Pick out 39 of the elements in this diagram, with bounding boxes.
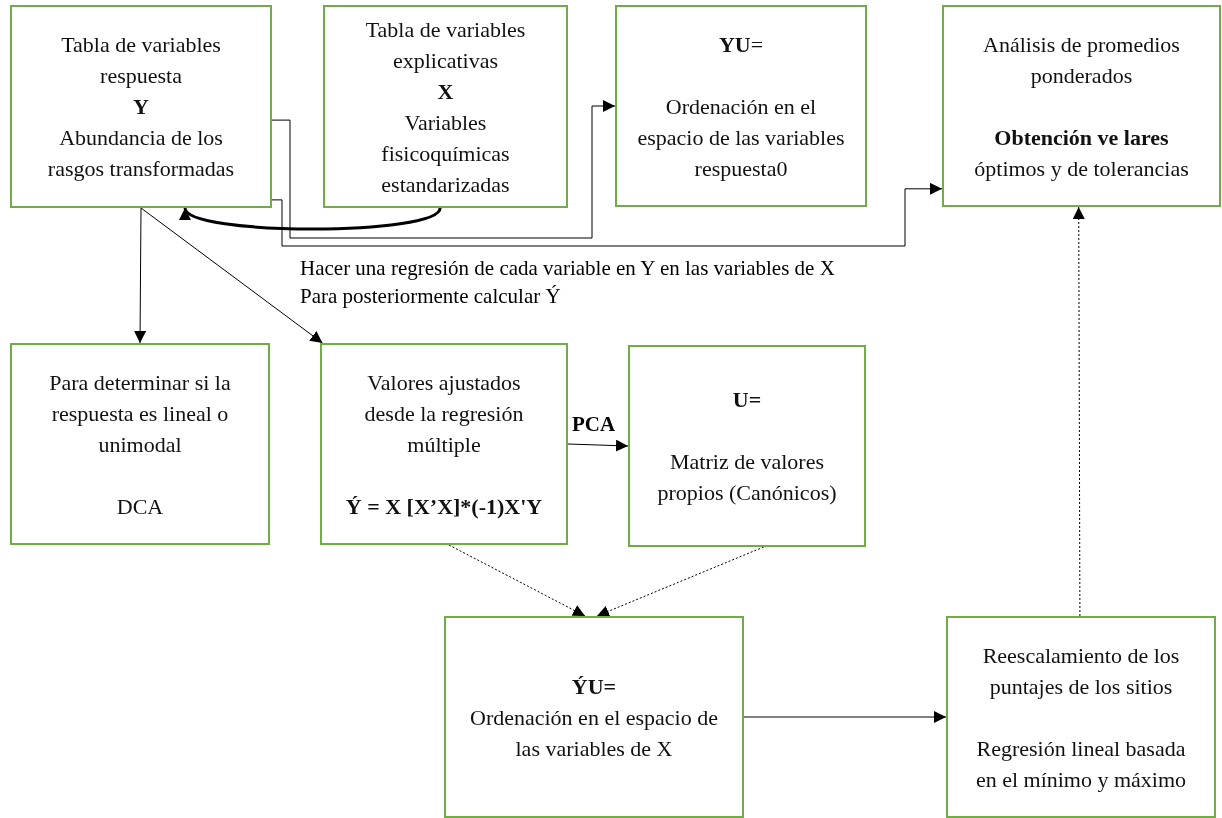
box-text: Análisis de promedios ponderados xyxy=(982,30,1181,90)
box-text: Y xyxy=(133,93,149,121)
process-box xyxy=(10,343,270,545)
arrow xyxy=(271,100,616,239)
box-text: Reescalamiento de los puntajes de los sitios xyxy=(981,641,1181,701)
note-text: Hacer una regresión de cada variable en Y en las variables de X xyxy=(300,255,835,282)
box-text: Ý = X [X’X]*(-1)X'Y xyxy=(345,492,543,521)
box-text: DCA xyxy=(116,492,164,521)
process-box xyxy=(10,5,272,208)
arrow xyxy=(567,439,629,452)
process-box xyxy=(628,345,866,547)
process-box xyxy=(323,5,568,208)
box-text: U= xyxy=(732,386,762,414)
box-text: ÝU= xyxy=(571,672,617,701)
box-text: Tabla de variables respuesta xyxy=(60,31,222,90)
box-text: Regresión lineal basada en el mínimo y máximo xyxy=(974,734,1188,794)
box-text: YU= xyxy=(718,30,764,59)
box-text: Valores ajustados desde la regresión múltiple xyxy=(363,368,525,459)
process-box xyxy=(444,616,744,818)
arrow xyxy=(134,207,147,344)
box-text: X xyxy=(437,77,454,106)
arrow xyxy=(271,182,943,247)
arrow xyxy=(1072,206,1085,617)
process-box xyxy=(615,5,867,207)
box-text: Tabla de variables explicativas xyxy=(364,15,527,75)
arrow xyxy=(448,544,586,617)
arrow xyxy=(743,711,947,723)
box-text: Variables fisicoquímicas estandarizadas xyxy=(380,108,511,199)
arrow xyxy=(596,546,765,617)
process-box xyxy=(320,343,568,545)
box-text: Abundancia de los rasgos transformadas xyxy=(46,124,236,183)
process-box xyxy=(942,5,1221,207)
box-text: Ordenación en el espacio de las variables de X xyxy=(469,703,719,763)
note-text: Para posteriormente calcular Ý xyxy=(300,283,561,310)
box-text: Matriz de valores propios (Canónicos) xyxy=(656,448,838,507)
box-text: Obtención ve lares óptimos y de tolerancias xyxy=(973,123,1190,183)
process-box xyxy=(946,616,1216,818)
box-text: Ordenación en el espacio de las variables respuesta0 xyxy=(636,92,846,183)
box-text: Para determinar si la respuesta es lineal o unimodal xyxy=(48,368,232,459)
